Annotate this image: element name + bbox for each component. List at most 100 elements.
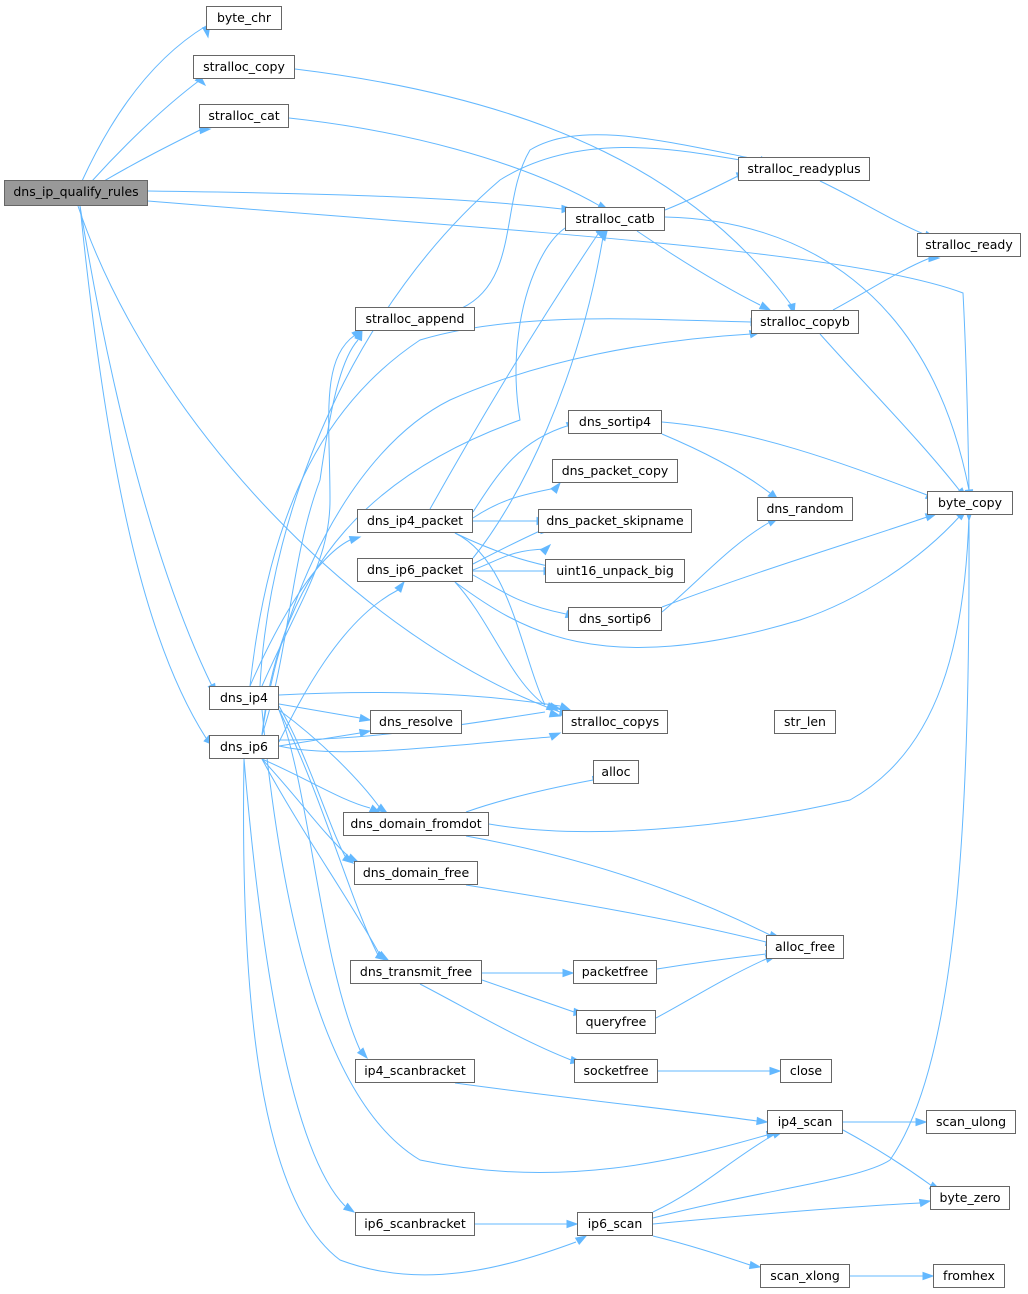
node-dns-ip-qualify-rules[interactable]: dns_ip_qualify_rules <box>4 180 148 206</box>
node-scan-xlong[interactable]: scan_xlong <box>760 1264 850 1288</box>
call-edge <box>278 709 379 956</box>
call-edge <box>454 532 549 567</box>
call-edge <box>819 180 927 236</box>
call-edge <box>652 1202 921 1225</box>
call-edge <box>294 68 793 307</box>
call-edge-arrowhead <box>566 1219 579 1229</box>
call-edge <box>81 25 207 182</box>
call-edge <box>488 514 970 833</box>
node-uint16-unpack-big[interactable]: uint16_unpack_big <box>545 559 685 583</box>
call-edge <box>261 758 381 956</box>
node-stralloc-copy[interactable]: stralloc_copy <box>193 55 295 79</box>
call-edge <box>278 692 561 707</box>
node-dns-domain-free[interactable]: dns_domain_free <box>354 861 478 885</box>
call-edge <box>278 705 347 859</box>
node-str-len[interactable]: str_len <box>774 710 836 734</box>
call-edge-arrowhead <box>748 1260 762 1270</box>
call-edge <box>655 958 767 1019</box>
node-stralloc-catb[interactable]: stralloc_catb <box>565 207 665 231</box>
call-edge <box>454 515 961 648</box>
node-packetfree[interactable]: packetfree <box>573 960 657 984</box>
call-edge-arrowhead <box>342 1202 356 1213</box>
call-edge <box>661 521 771 613</box>
call-edge <box>472 424 571 513</box>
call-edge <box>259 147 741 687</box>
call-edge <box>261 758 371 809</box>
call-edge <box>461 134 761 309</box>
call-edge <box>103 129 201 182</box>
node-dns-ip4-packet[interactable]: dns_ip4_packet <box>357 509 473 533</box>
call-edge <box>472 548 547 571</box>
node-byte-copy[interactable]: byte_copy <box>927 491 1013 515</box>
node-stralloc-copyb[interactable]: stralloc_copyb <box>751 310 859 334</box>
node-ip6-scan[interactable]: ip6_scan <box>577 1212 653 1236</box>
call-edge-arrowhead <box>769 1066 782 1076</box>
call-edge-arrowhead <box>758 301 772 311</box>
call-edge <box>261 333 752 736</box>
node-dns-random[interactable]: dns_random <box>757 497 853 521</box>
node-fromhex[interactable]: fromhex <box>933 1264 1005 1288</box>
node-alloc[interactable]: alloc <box>593 760 639 784</box>
call-edge <box>664 216 970 491</box>
node-dns-transmit-free[interactable]: dns_transmit_free <box>350 960 482 984</box>
node-stralloc-copys[interactable]: stralloc_copys <box>562 710 668 734</box>
node-dns-packet-skipname[interactable]: dns_packet_skipname <box>538 509 692 533</box>
call-edge <box>249 318 752 687</box>
node-dns-resolve[interactable]: dns_resolve <box>370 710 462 734</box>
call-edge <box>419 983 572 1061</box>
node-alloc-free[interactable]: alloc_free <box>766 935 844 959</box>
call-edge <box>261 334 356 687</box>
node-stralloc-readyplus[interactable]: stralloc_readyplus <box>738 157 870 181</box>
call-edge-arrowhead <box>376 803 389 814</box>
call-edge <box>664 175 739 211</box>
call-edge-arrowhead <box>346 853 360 863</box>
call-edge-arrowhead <box>358 728 372 738</box>
call-edge-arrowhead <box>548 709 562 718</box>
node-ip4-scanbracket[interactable]: ip4_scanbracket <box>355 1059 475 1083</box>
call-edge <box>652 1133 776 1213</box>
call-edge <box>429 230 601 510</box>
call-edge <box>278 589 399 743</box>
node-scan-ulong[interactable]: scan_ulong <box>926 1110 1016 1134</box>
call-edge <box>465 884 767 943</box>
node-byte-zero[interactable]: byte_zero <box>930 1186 1010 1210</box>
call-edge-arrowhead <box>548 732 562 741</box>
call-edge <box>454 532 546 706</box>
node-ip6-scanbracket[interactable]: ip6_scanbracket <box>355 1212 475 1236</box>
node-stralloc-append[interactable]: stralloc_append <box>355 307 475 331</box>
call-edge <box>147 200 970 492</box>
node-stralloc-ready[interactable]: stralloc_ready <box>917 233 1021 257</box>
call-edge <box>91 79 201 182</box>
node-dns-sortip6[interactable]: dns_sortip6 <box>568 607 662 631</box>
call-edge-arrowhead <box>562 968 575 978</box>
call-edge <box>278 709 361 1051</box>
call-edge <box>278 703 361 719</box>
call-edge <box>661 516 928 608</box>
call-edge <box>472 574 567 615</box>
call-edge <box>465 835 771 936</box>
node-dns-packet-copy[interactable]: dns_packet_copy <box>552 459 678 483</box>
call-edge <box>472 487 557 519</box>
call-edge <box>79 205 213 687</box>
call-edge <box>261 221 601 736</box>
node-dns-ip6-packet[interactable]: dns_ip6_packet <box>357 558 473 582</box>
node-socketfree[interactable]: socketfree <box>574 1059 658 1083</box>
node-dns-sortip4[interactable]: dns_sortip4 <box>568 410 662 434</box>
call-edge <box>454 581 546 706</box>
node-dns-ip6[interactable]: dns_ip6 <box>209 735 279 759</box>
call-edge <box>472 230 605 559</box>
node-queryfree[interactable]: queryfree <box>576 1010 656 1034</box>
node-byte-chr[interactable]: byte_chr <box>206 6 282 30</box>
node-dns-ip4[interactable]: dns_ip4 <box>209 686 279 710</box>
node-close[interactable]: close <box>780 1059 832 1083</box>
call-edge <box>77 205 561 713</box>
node-ip4-scan[interactable]: ip4_scan <box>767 1110 843 1134</box>
call-edge-arrowhead <box>558 702 572 711</box>
call-edge <box>481 979 575 1013</box>
node-dns-domain-fromdot[interactable]: dns_domain_fromdot <box>343 812 489 836</box>
node-stralloc-cat[interactable]: stralloc_cat <box>199 104 289 128</box>
call-edge-arrowhead <box>574 1235 588 1246</box>
call-edge <box>661 421 928 496</box>
